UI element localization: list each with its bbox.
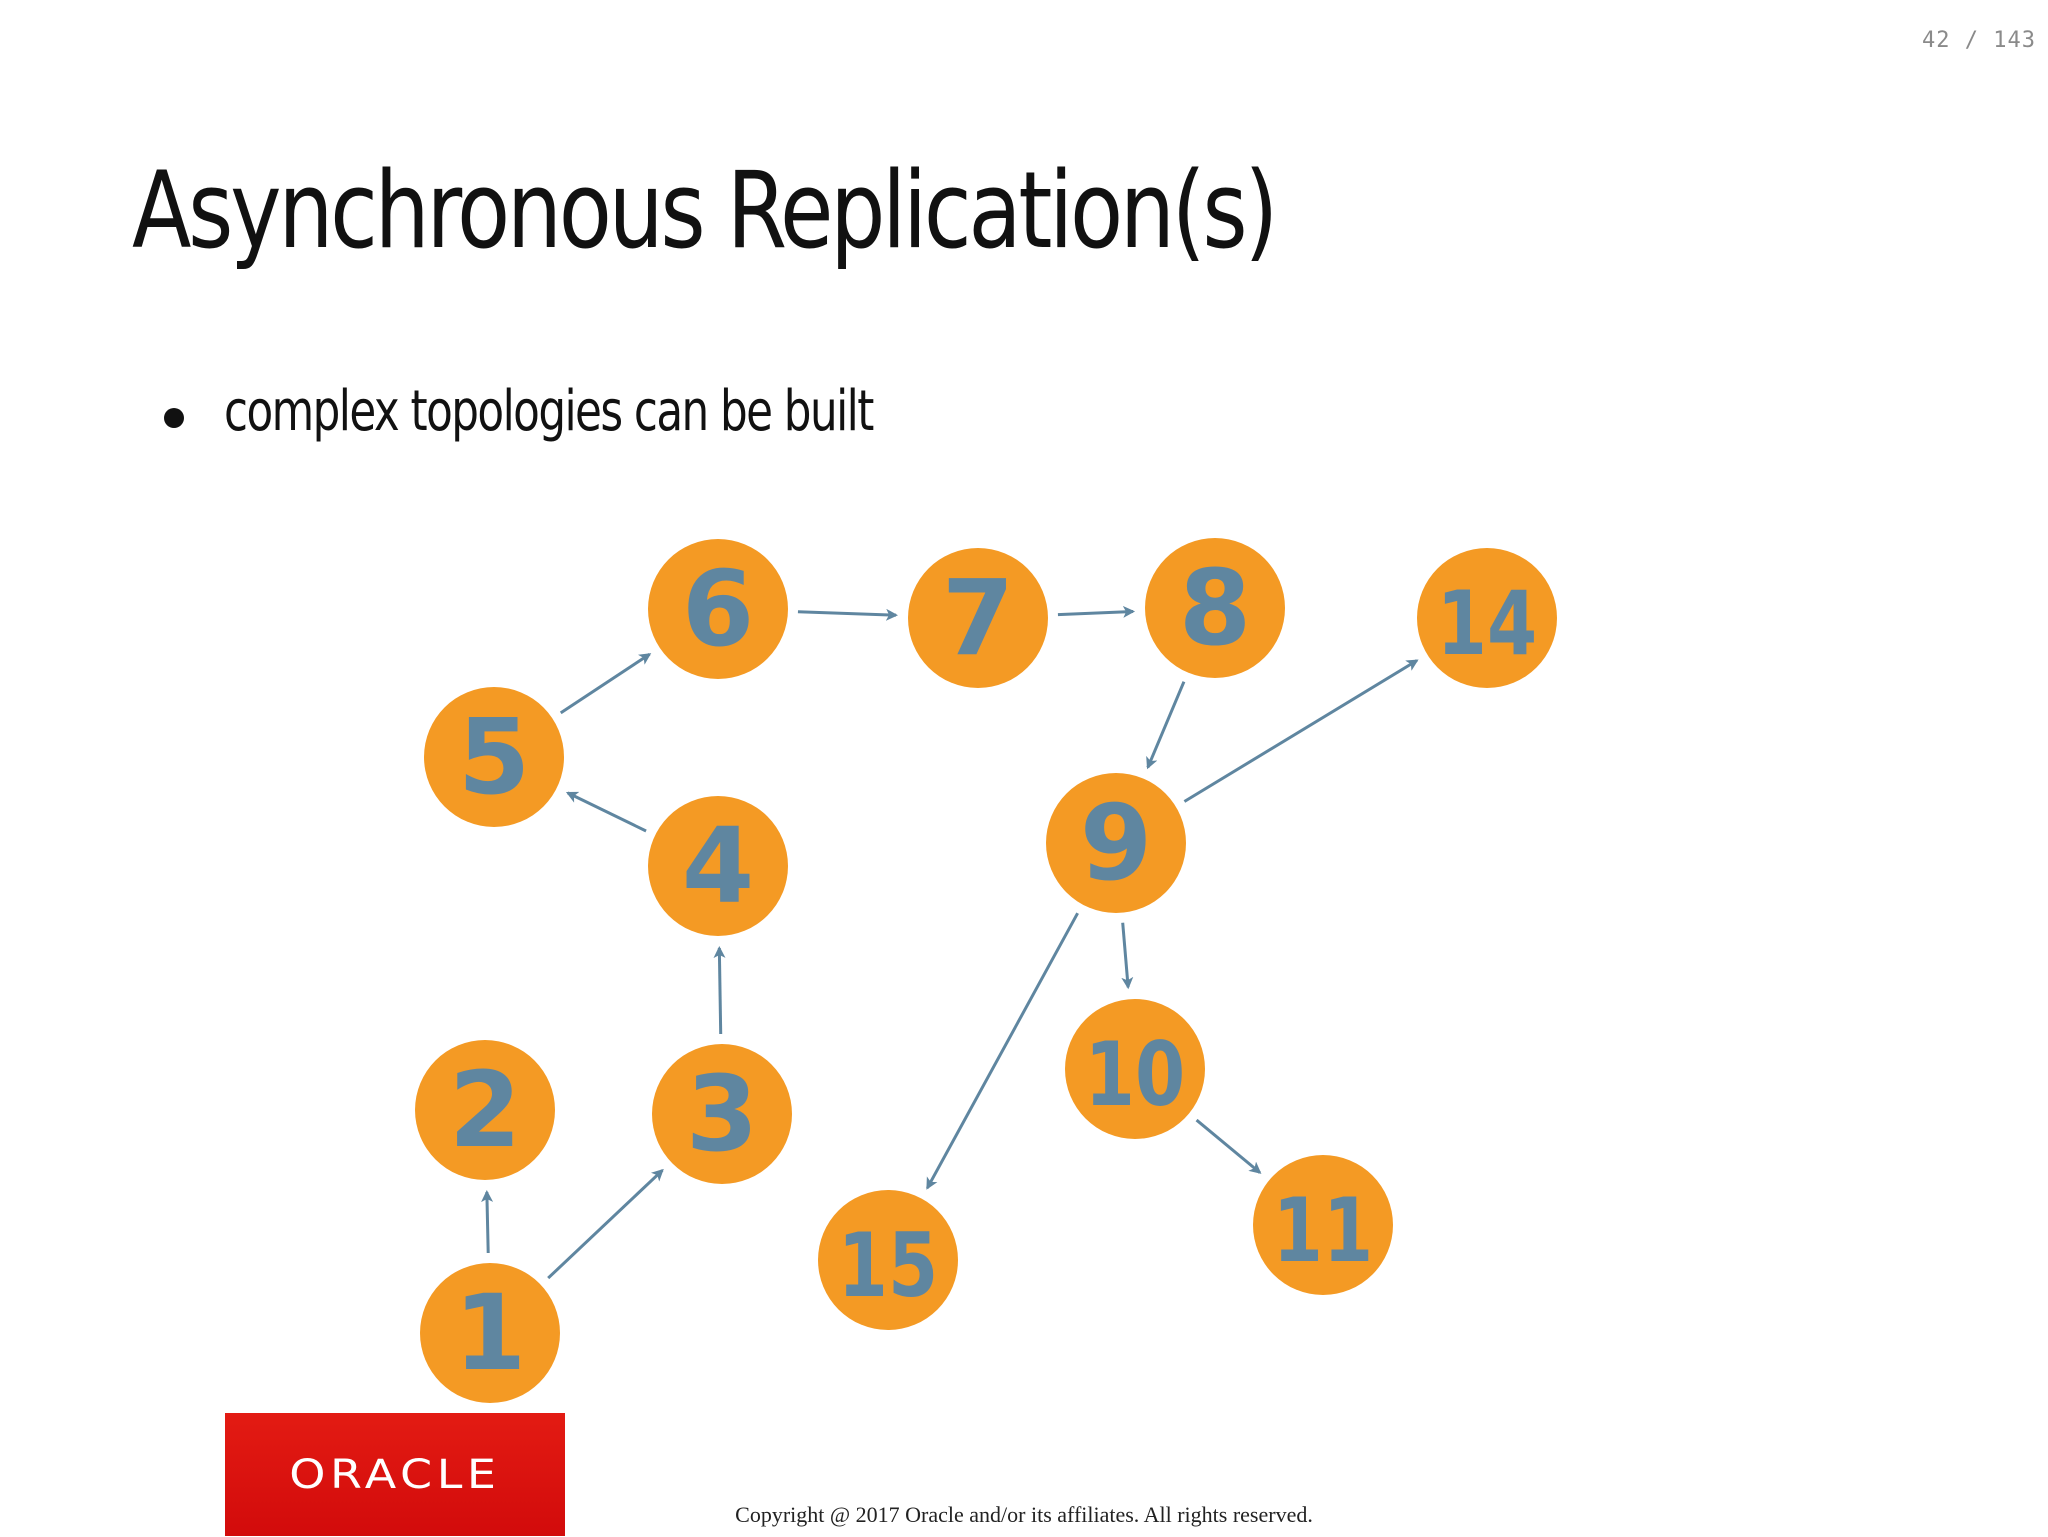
server-node-circle xyxy=(818,1190,958,1330)
server-node-6: 6 xyxy=(648,539,788,679)
bullet-item: complex topologies can be built xyxy=(160,378,1056,445)
edge-layer xyxy=(481,605,1419,1280)
server-node-circle xyxy=(1046,773,1186,913)
edge-9-to-14 xyxy=(1183,659,1419,803)
server-node-circle xyxy=(1253,1155,1393,1295)
server-node-1: 1 xyxy=(420,1263,560,1403)
server-node-3: 3 xyxy=(652,1044,792,1184)
edge-7-to-8 xyxy=(1057,605,1136,618)
server-node-circle xyxy=(420,1263,560,1403)
server-node-2: 2 xyxy=(415,1040,555,1180)
server-node-circle xyxy=(648,796,788,936)
server-node-9: 9 xyxy=(1046,773,1186,913)
server-node-label: 8 xyxy=(1179,547,1251,669)
server-node-15: 15 xyxy=(818,1190,958,1330)
server-node-5: 5 xyxy=(424,687,564,827)
server-node-circle xyxy=(652,1044,792,1184)
server-node-circle xyxy=(648,539,788,679)
server-node-label: 1 xyxy=(454,1272,526,1394)
bullet-text: complex topologies can be built xyxy=(224,379,874,444)
server-node-7: 7 xyxy=(908,548,1048,688)
node-layer: 1 2 3 4 5 6 7 89 10 11 14 15 xyxy=(415,538,1557,1403)
edge-5-to-6 xyxy=(559,652,652,715)
server-node-circle xyxy=(908,548,1048,688)
edge-1-to-2 xyxy=(481,1189,494,1254)
bullet-list: complex topologies can be built xyxy=(160,378,1056,445)
edge-8-to-9 xyxy=(1146,681,1186,770)
edge-6-to-7 xyxy=(797,608,899,621)
edge-3-to-4 xyxy=(713,945,726,1035)
server-node-circle xyxy=(1145,538,1285,678)
server-node-label: 14 xyxy=(1437,572,1537,675)
copyright-notice: Copyright @ 2017 Oracle and/or its affil… xyxy=(735,1502,1313,1527)
server-node-circle xyxy=(415,1040,555,1180)
server-node-10: 10 xyxy=(1065,999,1205,1139)
server-node-4: 4 xyxy=(648,796,788,936)
edge-9-to-10 xyxy=(1121,922,1134,990)
server-node-label: 4 xyxy=(682,805,754,927)
page-counter: 42 / 143 xyxy=(1922,28,2036,53)
server-node-label: 5 xyxy=(458,696,530,818)
edge-10-to-11 xyxy=(1195,1118,1262,1174)
oracle-logo-text: ORACLE xyxy=(289,1451,501,1498)
server-node-label: 9 xyxy=(1080,782,1152,904)
server-node-label: 3 xyxy=(686,1053,758,1175)
edge-9-to-15 xyxy=(926,912,1079,1190)
server-node-circle xyxy=(424,687,564,827)
oracle-logo: ORACLE xyxy=(225,1413,565,1536)
edge-4-to-5 xyxy=(565,791,647,833)
server-node-label: 2 xyxy=(449,1049,521,1171)
server-node-11: 11 xyxy=(1253,1155,1393,1295)
server-node-circle xyxy=(1065,999,1205,1139)
server-node-label: 11 xyxy=(1273,1179,1373,1282)
server-node-label: 10 xyxy=(1085,1023,1185,1126)
bullet-dot-icon xyxy=(164,408,184,428)
server-node-8: 8 xyxy=(1145,538,1285,678)
server-node-label: 15 xyxy=(838,1214,938,1317)
server-node-14: 14 xyxy=(1417,548,1557,688)
server-node-circle xyxy=(1417,548,1557,688)
server-node-label: 7 xyxy=(942,557,1014,679)
server-node-label: 6 xyxy=(682,548,754,670)
slide-title: Asynchronous Replication(s) xyxy=(132,149,1278,272)
edge-1-to-3 xyxy=(547,1168,664,1280)
